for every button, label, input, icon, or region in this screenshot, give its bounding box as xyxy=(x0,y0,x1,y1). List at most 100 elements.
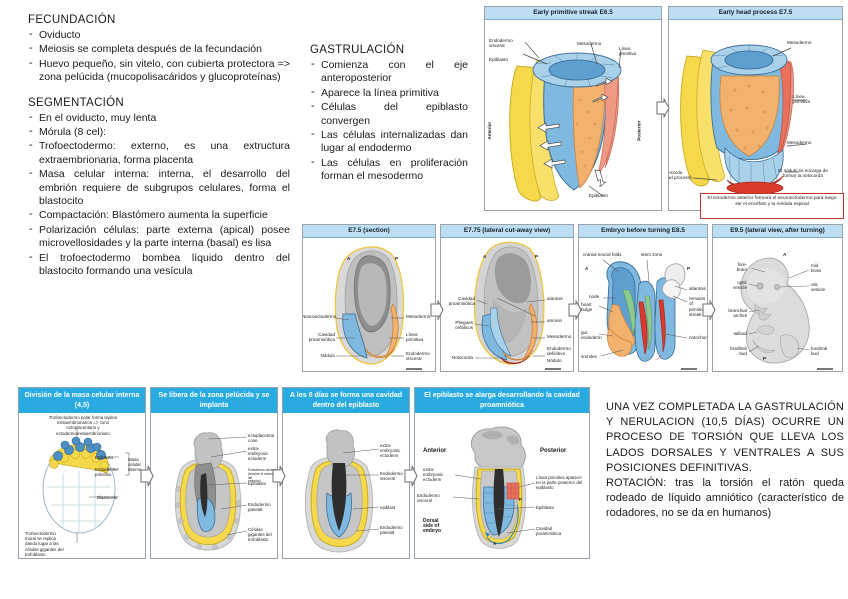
label-nodulo: Nódulo xyxy=(547,358,562,363)
panel-body: ectoplacental cone extra- embryonic ecto… xyxy=(151,413,277,557)
panel-title: E9.5 (lateral view, after turning) xyxy=(713,225,842,238)
rotation-paragraph-1: UNA VEZ COMPLETADA LA GASTRULACIÓN Y NER… xyxy=(606,401,844,474)
list-item: El trofoectodermo bombea líquido dentro … xyxy=(28,251,290,279)
label-endodermo-primitivo: Endodermo primitivo xyxy=(95,467,118,478)
bottom-panel-division-masa-celular: División de la masa celular interna (4,5… xyxy=(18,387,146,559)
list-item: Polarización células: parte externa (api… xyxy=(28,223,290,251)
label-endodermo-parietal: Endodermo parietal xyxy=(248,502,271,513)
panel-title: A los 6 días se forma una cavidad dentro… xyxy=(283,388,409,413)
label-extra-embryonic-ectoderm: extra- embryonic ectoderm xyxy=(380,443,401,459)
list-item: Células del epiblasto convergen xyxy=(310,100,468,128)
list-item: Aparece la línea primitiva xyxy=(310,86,468,100)
label-dorsal-side: Dorsal side of embryo xyxy=(423,518,442,535)
label-extra-embryonic-ectoderm: extra- embryonic ectoderm xyxy=(248,446,269,462)
label-blastocele: Blastocele xyxy=(97,495,118,500)
label-masa-celular-interna: Masa celular interna xyxy=(128,457,142,473)
panel-title: División de la masa celular interna (4,5… xyxy=(19,388,145,413)
figure-panel-early-primitive-streak: Early primitive streak E6.5 xyxy=(484,6,662,211)
figure-panel-early-head-process: Early head process E7.5 xyxy=(668,6,843,211)
label-endodermo-parietal: Endodermo parietal xyxy=(380,525,403,536)
arrow-top xyxy=(656,98,670,118)
e95-illustration xyxy=(740,257,810,364)
label-nodulo-note: El nódulo se encarga de formar la notoco… xyxy=(778,168,828,179)
label-cavidad-proamniotica: Cavidad proamniótica xyxy=(448,296,475,307)
label-ectoplacental-cone: ectoplacental cone xyxy=(248,433,274,444)
arrow-bottom-1 xyxy=(140,465,154,487)
label-epiblasto-bottom: Epiblasto xyxy=(589,193,608,198)
list-item: Mórula (8 cel): xyxy=(28,125,290,139)
segmentacion-heading: SEGMENTACIÓN xyxy=(28,96,125,109)
label-hindlimb-bud: hindlimb bud xyxy=(729,346,747,357)
label-amnion: amnion xyxy=(547,318,563,323)
list-item: Oviducto xyxy=(28,28,290,42)
embryo-before-turning-illustration xyxy=(598,259,688,362)
label-linea-primitiva: Línea primitiva xyxy=(406,332,424,343)
panel-body: cranial neural folds stem zone A P node … xyxy=(579,238,707,371)
fecundacion-list: Oviducto Meiosis se completa después de … xyxy=(28,28,290,85)
panel-body: Endodermo visceral Epiblasto Mesodermo L… xyxy=(485,20,661,210)
label-heart-bulge: heart bulge xyxy=(581,302,593,313)
panel-body: Mesodermo Línea primitiva Mesodermo Noto… xyxy=(669,20,842,210)
list-item: Trofoectodermo: externo, es una extructu… xyxy=(28,139,290,167)
gastrulacion-list: Comienza con el eje anteroposterior Apar… xyxy=(310,58,468,184)
list-item: Las células en proliferación forman el m… xyxy=(310,156,468,184)
label-notocorda: Notocorda xyxy=(451,355,473,360)
scale-bar xyxy=(817,368,833,370)
panel-body: A P Cavidad proamniótica Pliegues cefáli… xyxy=(441,238,573,371)
label-extra-embryonic-ectoderm: extra- embryonic ectoderm xyxy=(423,467,444,483)
label-tailbud: tailbud xyxy=(733,331,747,336)
label-small-note: Endodermo visceral (recubre el exterior … xyxy=(248,468,277,484)
label-forelimb-bud: forelimb bud xyxy=(811,346,828,357)
label-top-note: Trofoectodermo polar forma tejidos extra… xyxy=(48,415,118,436)
label-forebrain: fore- brain xyxy=(736,262,747,273)
figure-panel-e775-lateral: E7.75 (lateral cut-away view) xyxy=(440,224,574,372)
label-otic-vesicle: otic vesicle xyxy=(811,282,826,293)
label-gut-endoderm: gut endoderm xyxy=(581,330,602,341)
rotation-text-block: UNA VEZ COMPLETADA LA GASTRULACIÓN Y NER… xyxy=(606,400,844,522)
label-mesodermo: Mesodermo xyxy=(547,334,572,339)
list-item: Comienza con el eje anteroposterior xyxy=(310,58,468,86)
label-posterior: Posterior xyxy=(540,448,567,454)
label-allantois: allantois xyxy=(689,286,706,291)
list-item: Masa celular interna: interna, el desarr… xyxy=(28,167,290,208)
segmentacion-list: En el oviducto, muy lenta Mórula (8 cel)… xyxy=(28,111,290,279)
label-p: P xyxy=(687,266,691,271)
label-epiblasto: Epiblasto xyxy=(248,481,267,486)
arrow-mid-1 xyxy=(430,300,444,320)
label-mesodermo: Mesodermo xyxy=(577,41,602,46)
label-node: node xyxy=(589,294,600,299)
label-linea-primitiva-note: Línea primitiva aparece en la parte post… xyxy=(536,475,583,491)
label-epiblast: epiblast xyxy=(380,505,396,510)
label-endodermo-visceral: Endodermo visceral xyxy=(417,493,440,504)
bottom-panel-cavidad-epiblasto: A los 6 días se forma una cavidad dentro… xyxy=(282,387,410,559)
panel-title: Early head process E7.5 xyxy=(669,7,842,20)
label-midbrain: mid brain xyxy=(811,263,822,274)
scale-bar xyxy=(406,368,422,370)
label-linea-primitiva: Línea primitiva xyxy=(793,94,811,105)
scale-bar xyxy=(681,368,697,370)
panel-body: Trofoectodermo polar forma tejidos extra… xyxy=(19,413,145,557)
label-stem-zone: stem zone xyxy=(641,252,663,257)
label-optic-vesicle: optic vesicle xyxy=(732,280,747,291)
e775-illustration xyxy=(474,241,546,365)
panel-body: extra- embryonic ectoderm Endodermo visc… xyxy=(283,413,409,557)
gastrulacion-text-column: GASTRULACIÓN Comienza con el eje anterop… xyxy=(310,44,468,185)
arrow-bottom-2 xyxy=(272,465,286,487)
label-a: A xyxy=(585,266,589,271)
arrow-bottom-3 xyxy=(404,465,418,487)
e75-section-illustration xyxy=(334,246,405,365)
label-posterior: Posterior xyxy=(636,120,642,141)
panel-title: Early primitive streak E6.5 xyxy=(485,7,661,20)
blastocyst-illustration xyxy=(42,429,130,543)
epiblast-cavity-illustration xyxy=(305,429,380,553)
panel-title: Embryo before turning E8.5 xyxy=(579,225,707,238)
figure-panel-e95-lateral: E9.5 (lateral view, after turning) A P f… xyxy=(712,224,843,372)
arrow-mid-3 xyxy=(702,300,716,320)
panel-body: Anterior Posterior extra- embryonic ecto… xyxy=(415,413,589,557)
proamniotic-cavity-illustration xyxy=(452,426,536,549)
label-pliegues-cefalicos: Pliegues cefálicos xyxy=(455,320,473,331)
panel-title: El epiblasto se alarga desarrollando la … xyxy=(415,388,589,413)
label-epiblasto: Epiblasto xyxy=(536,505,555,510)
label-notocorda: Notocorda (head process) xyxy=(669,170,692,181)
list-item: Las células internalizadas dan lugar al … xyxy=(310,128,468,156)
